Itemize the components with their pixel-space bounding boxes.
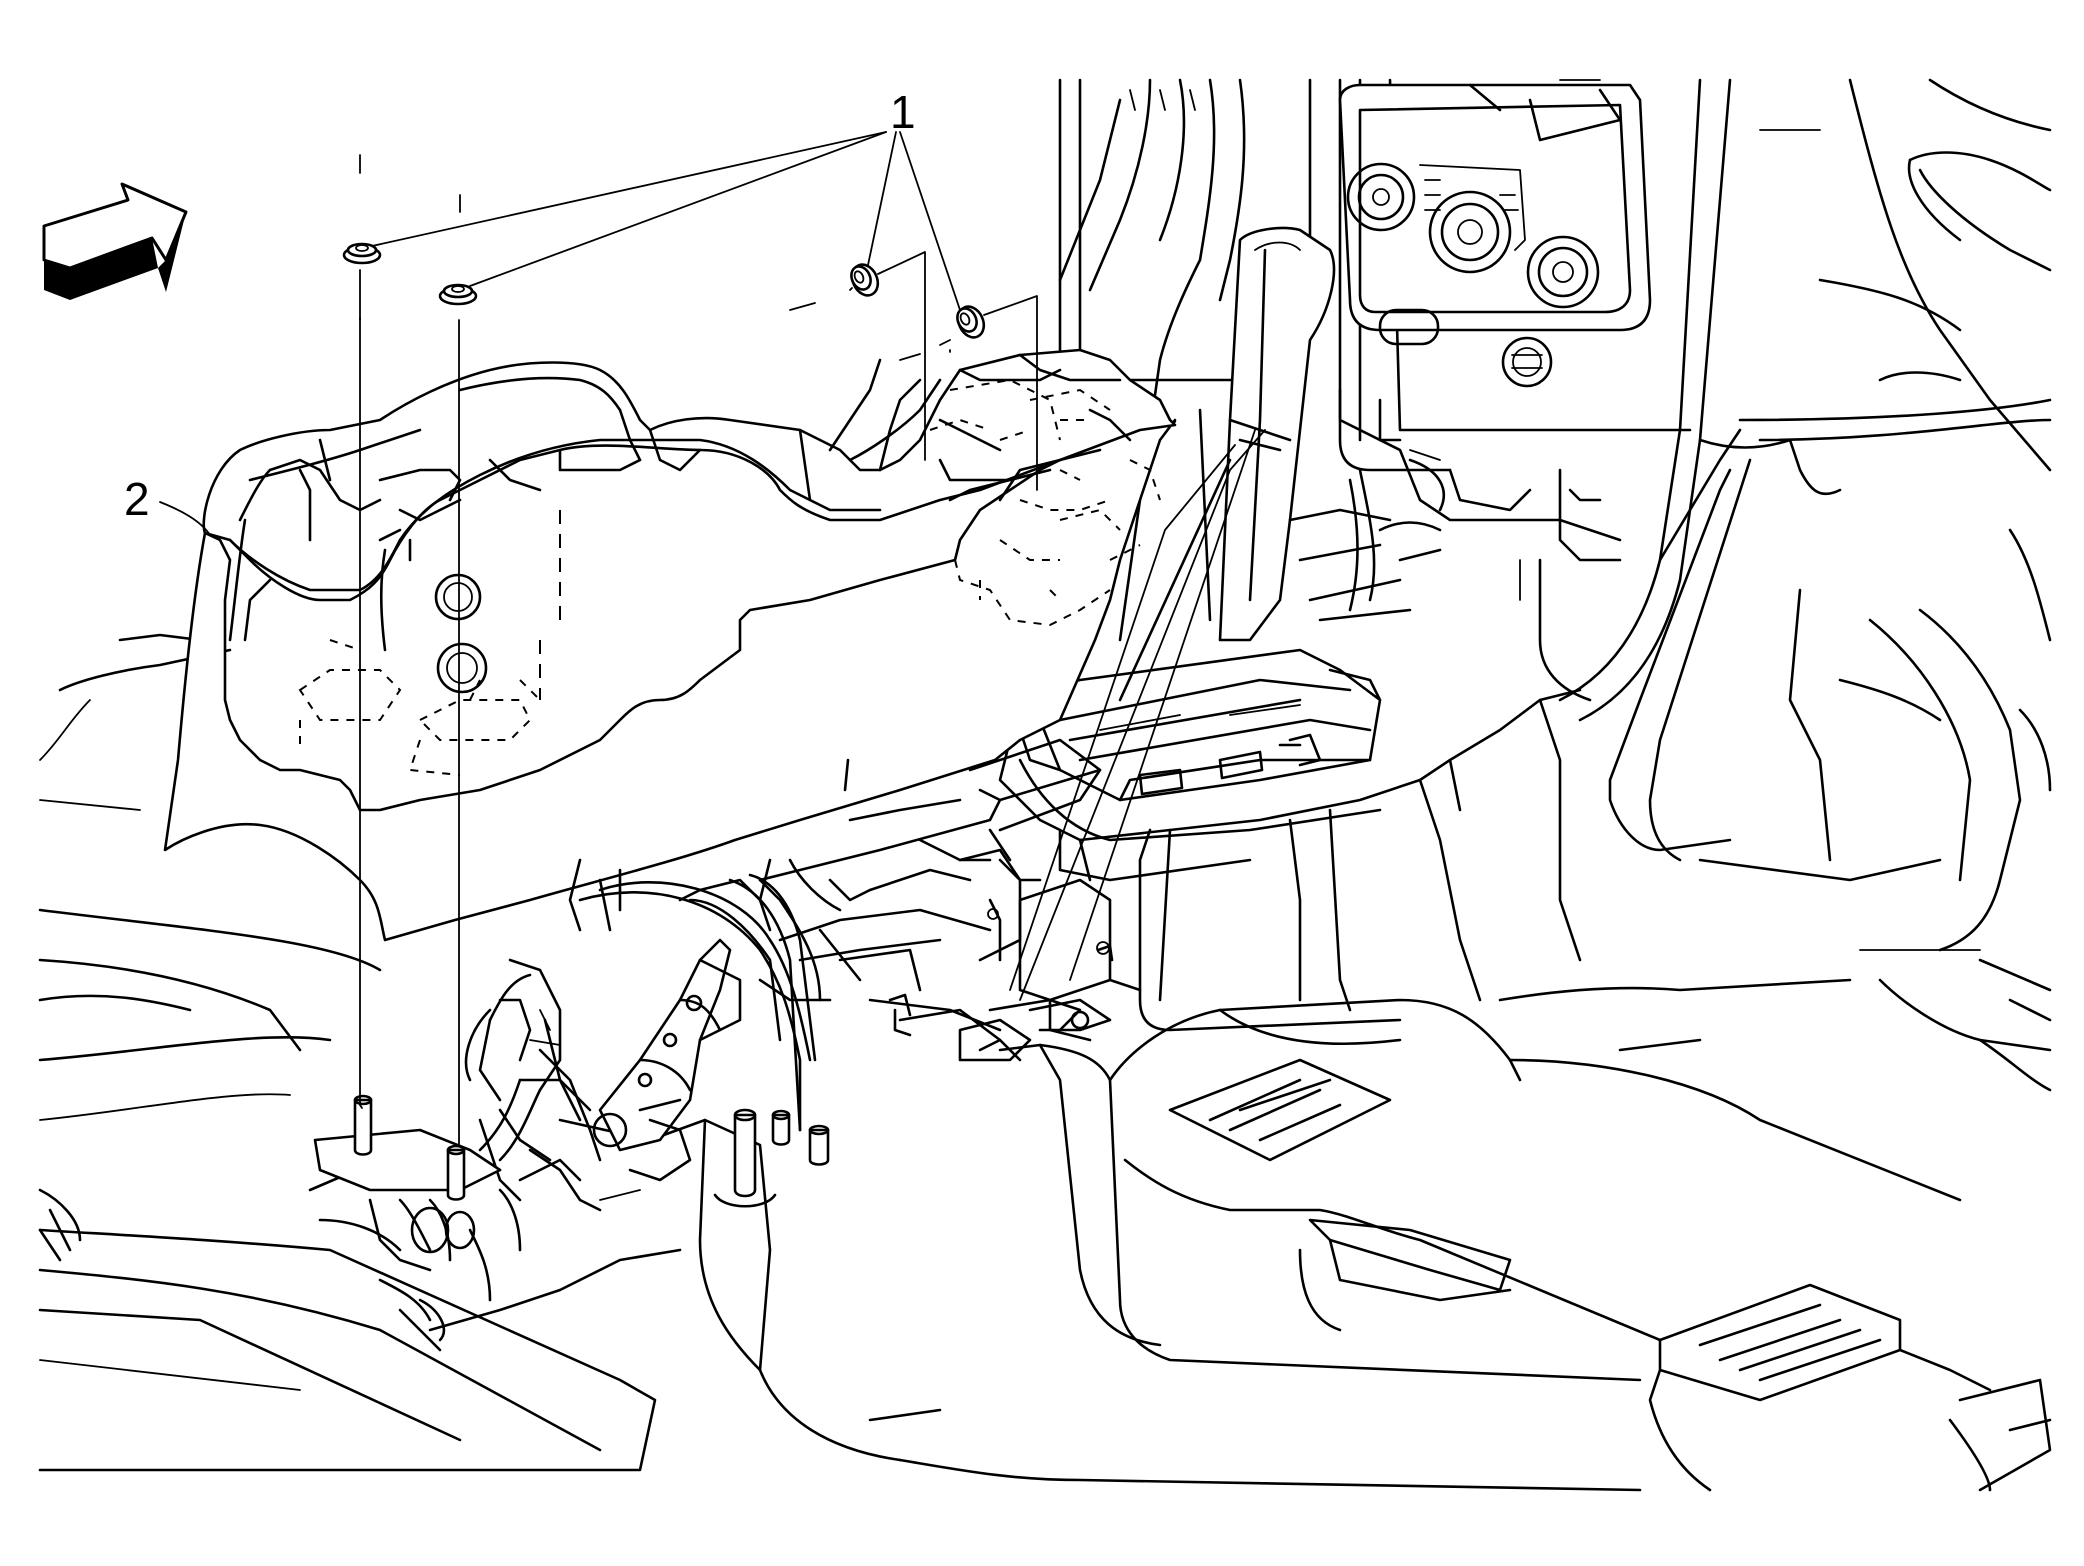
fastener-nut-1 [342,242,382,265]
callout-labels: 1 2 [124,86,916,525]
callout-leaders [159,131,961,536]
fasteners [342,154,1266,1146]
fastener-nut-3 [850,263,880,297]
callout-label-2: 2 [124,473,150,525]
shifter-assembly [998,226,1582,1032]
instrument-panel [1058,78,2052,952]
fastener-nut-2 [438,283,478,306]
floor-brackets [38,848,1142,1352]
console-front-trim-panel [163,348,1177,942]
callout-label-1: 1 [890,86,916,138]
floor-carpet [38,633,2052,1492]
forward-arrow-icon [42,182,188,300]
console-rear-trim [678,738,1102,1002]
fastener-nut-4 [956,305,986,339]
